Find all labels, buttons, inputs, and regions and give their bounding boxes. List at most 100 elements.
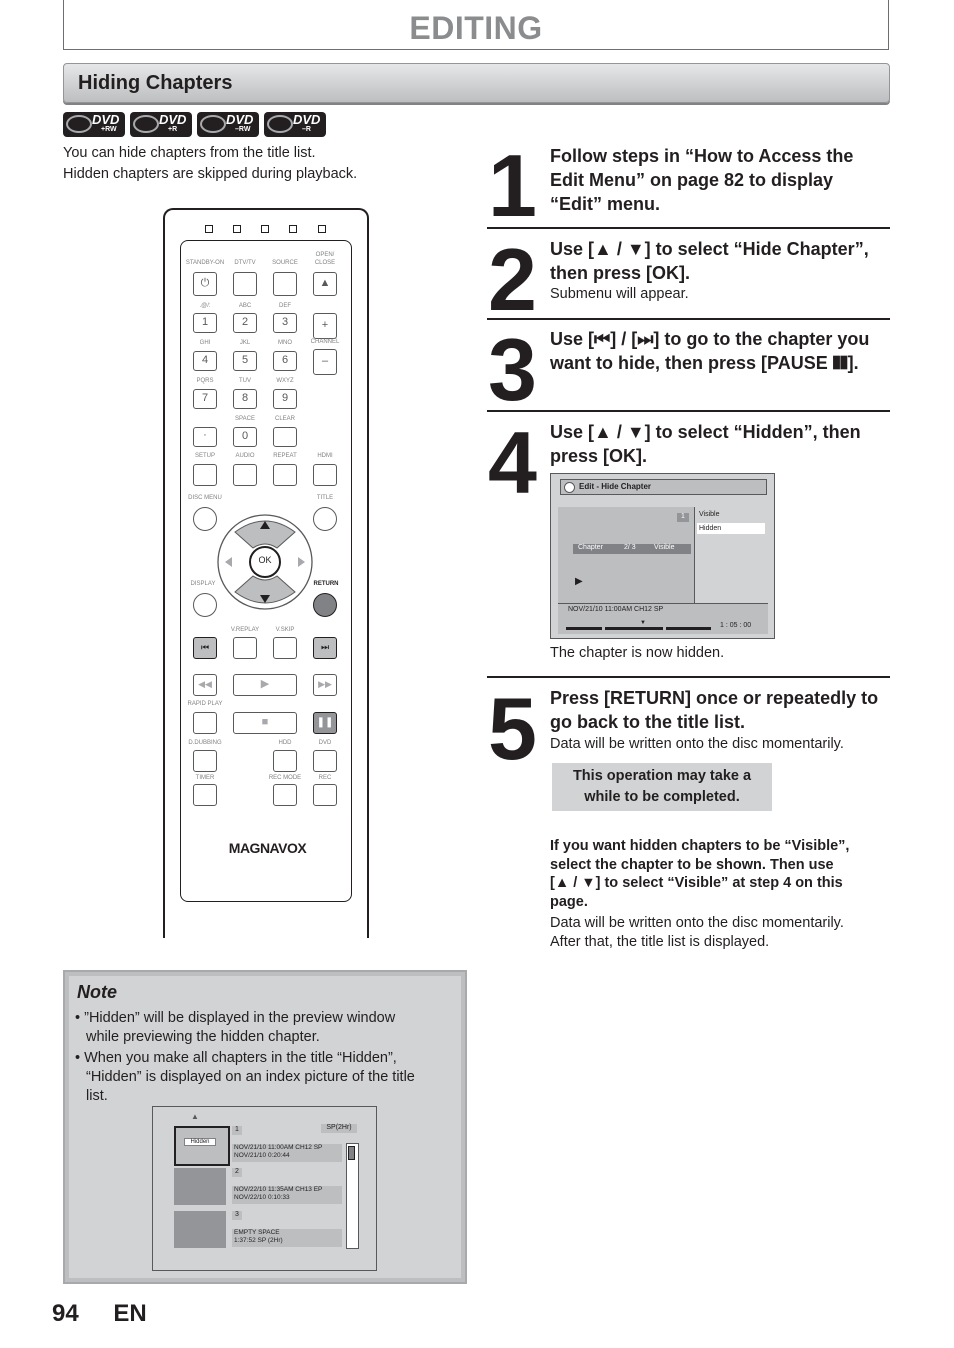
channel-up-button[interactable]: + bbox=[313, 313, 337, 339]
scrollbar[interactable] bbox=[346, 1143, 359, 1249]
remote-led bbox=[318, 225, 326, 233]
step-4-subtext: The chapter is now hidden. bbox=[550, 645, 725, 661]
remote-label: DTV/TV bbox=[234, 260, 256, 266]
page-title: EDITING bbox=[409, 10, 543, 46]
return-button[interactable] bbox=[313, 593, 337, 617]
remote-label: REPEAT bbox=[273, 453, 297, 459]
key-4[interactable]: 4 bbox=[193, 351, 217, 371]
key-5[interactable]: 5 bbox=[233, 351, 257, 371]
play-button[interactable]: ▶ bbox=[233, 674, 297, 696]
remote-label: OPEN/ bbox=[315, 252, 335, 258]
remote-led bbox=[289, 225, 297, 233]
option-visible[interactable]: Visible bbox=[699, 511, 720, 518]
remote-led bbox=[233, 225, 241, 233]
key-8[interactable]: 8 bbox=[233, 389, 257, 409]
v-skip-button[interactable] bbox=[273, 637, 297, 659]
title-thumbnail-2[interactable] bbox=[174, 1168, 226, 1205]
option-hidden[interactable]: Hidden bbox=[697, 523, 765, 534]
stop-button[interactable]: ■ bbox=[233, 712, 297, 734]
remote-label: SOURCE bbox=[272, 260, 298, 266]
clear-button[interactable] bbox=[273, 427, 297, 447]
rec-mode-button[interactable] bbox=[273, 784, 297, 806]
remote-label: MNO bbox=[278, 340, 292, 346]
v-replay-button[interactable] bbox=[233, 637, 257, 659]
remote-label: CLOSE bbox=[314, 260, 336, 266]
disc-menu-button[interactable] bbox=[193, 507, 217, 531]
visible-tip: If you want hidden chapters to be “Visib… bbox=[550, 838, 850, 950]
ok-button-label: OK bbox=[258, 555, 272, 565]
page-number: 94 bbox=[52, 1300, 79, 1327]
step-2-text: Use [▲ / ▼] to select “Hide Chapter”, th… bbox=[550, 239, 869, 283]
scrollbar-thumb[interactable] bbox=[348, 1146, 355, 1160]
title-thumbnail-1[interactable]: Hidden bbox=[174, 1126, 230, 1166]
play-icon: ▶ bbox=[575, 576, 583, 587]
dot-button[interactable]: · bbox=[193, 427, 217, 447]
step-5-text: Press [RETURN] once or repeatedly to go … bbox=[550, 688, 879, 732]
key-0[interactable]: 0 bbox=[233, 427, 257, 447]
key-7[interactable]: 7 bbox=[193, 389, 217, 409]
remote-label: .@/: bbox=[199, 303, 211, 309]
step-number: 2 bbox=[488, 230, 537, 329]
standby-button[interactable]: ⏻ bbox=[193, 272, 217, 296]
audio-button[interactable] bbox=[233, 464, 257, 486]
chapter-number-badge: 1 bbox=[677, 513, 689, 522]
remote-label: V.SKIP bbox=[275, 627, 295, 633]
operation-callout: This operation may take a while to be co… bbox=[552, 763, 772, 811]
osd-preview bbox=[558, 507, 694, 603]
hdmi-button[interactable] bbox=[313, 464, 337, 486]
key-3[interactable]: 3 bbox=[273, 313, 297, 333]
remote-label: TITLE bbox=[316, 495, 334, 501]
timer-button[interactable] bbox=[193, 784, 217, 806]
display-button[interactable] bbox=[193, 593, 217, 617]
dvd-button[interactable] bbox=[313, 750, 337, 772]
remote-label: GHI bbox=[199, 340, 211, 346]
remote-label: CHANNEL bbox=[310, 339, 340, 345]
rec-button[interactable] bbox=[313, 784, 337, 806]
dvd-plus-r-logo: DVD +R bbox=[130, 112, 192, 137]
dtv-tv-button[interactable] bbox=[233, 272, 257, 296]
skip-back-button[interactable]: ⏮ bbox=[193, 637, 217, 659]
channel-down-button[interactable]: – bbox=[313, 349, 337, 375]
dpad-icon[interactable] bbox=[215, 512, 315, 612]
title-row-2[interactable]: 2 NOV/22/10 11:35AM CH13 EP NOV/22/10 0:… bbox=[232, 1168, 342, 1208]
rewind-button[interactable]: ◀◀ bbox=[193, 674, 217, 696]
title-thumbnail-3[interactable] bbox=[174, 1211, 226, 1248]
hdd-button[interactable] bbox=[273, 750, 297, 772]
remote-label: CLEAR bbox=[274, 416, 295, 422]
edit-hide-chapter-screen: Edit - Hide Chapter 1 Chapter 2/ 3 Visib… bbox=[550, 473, 775, 639]
skip-forward-button[interactable]: ⏭ bbox=[313, 637, 337, 659]
intro-line-1: You can hide chapters from the title lis… bbox=[63, 145, 316, 161]
key-2[interactable]: 2 bbox=[233, 313, 257, 333]
setup-button[interactable] bbox=[193, 464, 217, 486]
disc-icon bbox=[267, 115, 293, 133]
divider bbox=[487, 227, 890, 229]
key-1[interactable]: 1 bbox=[193, 313, 217, 333]
dubbing-button[interactable] bbox=[193, 750, 217, 772]
page-footer: 94 EN bbox=[52, 1300, 147, 1328]
open-close-button[interactable]: ▲ bbox=[313, 272, 337, 296]
remote-label: JKL bbox=[239, 340, 251, 346]
remote-label: RAPID PLAY bbox=[187, 701, 223, 707]
divider bbox=[487, 676, 890, 678]
remote-led bbox=[261, 225, 269, 233]
pause-button[interactable]: ❚❚ bbox=[313, 712, 337, 734]
remote-label: DISPLAY bbox=[190, 581, 216, 587]
remote-label: AUDIO bbox=[235, 453, 255, 459]
repeat-button[interactable] bbox=[273, 464, 297, 486]
note-title: Note bbox=[77, 982, 117, 1002]
key-6[interactable]: 6 bbox=[273, 351, 297, 371]
title-row-1[interactable]: 1 NOV/21/10 11:00AM CH12 SP NOV/21/10 0:… bbox=[232, 1126, 342, 1166]
rapid-play-button[interactable] bbox=[193, 712, 217, 734]
remote-label: SPACE bbox=[235, 416, 255, 422]
remote-label: SETUP bbox=[194, 453, 215, 459]
title-button[interactable] bbox=[313, 507, 337, 531]
source-button[interactable] bbox=[273, 272, 297, 296]
title-row-3[interactable]: 3 EMPTY SPACE 1:37:52 SP (2Hr) bbox=[232, 1211, 342, 1251]
remote-label: DVD bbox=[318, 740, 332, 746]
step-4-text: Use [▲ / ▼] to select “Hidden”, then pre… bbox=[550, 422, 861, 466]
brand-logo: MAGNAVOX bbox=[228, 840, 307, 856]
remote-label: PQRS bbox=[196, 378, 214, 384]
key-9[interactable]: 9 bbox=[273, 389, 297, 409]
fast-forward-button[interactable]: ▶▶ bbox=[313, 674, 337, 696]
step-1-text: Follow steps in “How to Access the Edit … bbox=[550, 146, 854, 214]
